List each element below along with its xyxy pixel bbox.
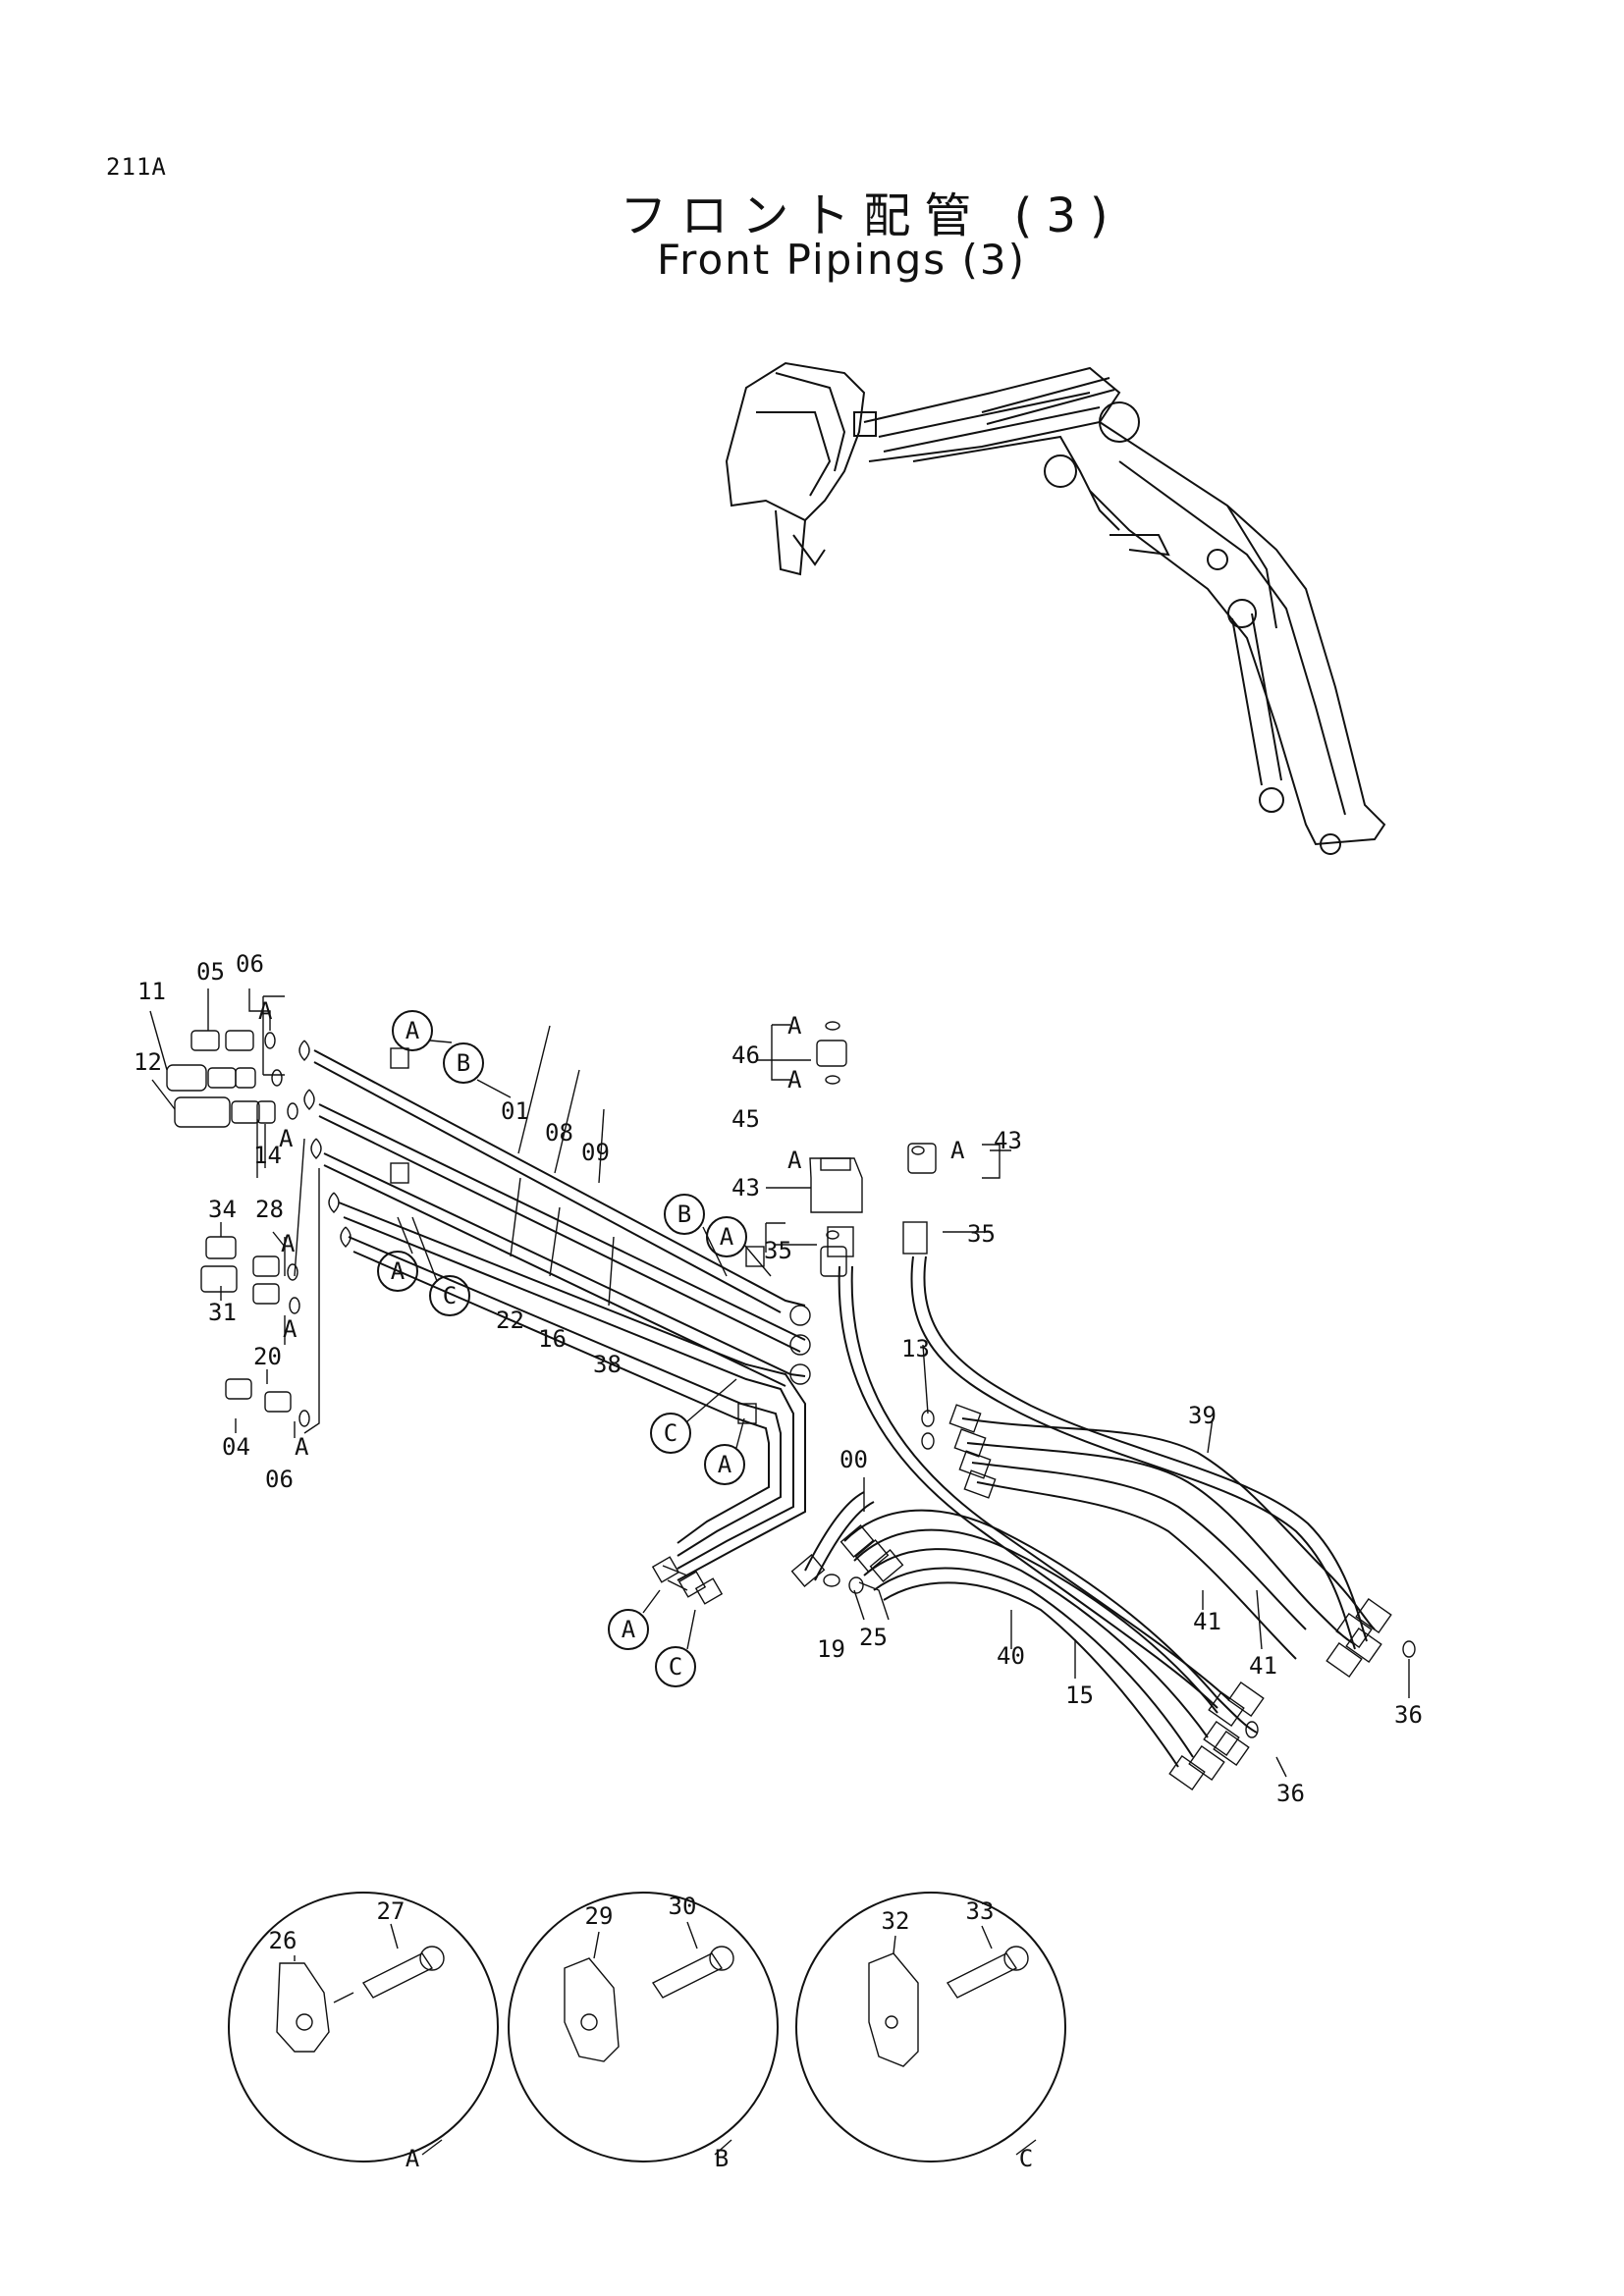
marker-b-1: B: [443, 1042, 484, 1084]
svg-text:A: A: [787, 1066, 802, 1094]
callout-06b: 06: [265, 1466, 294, 1493]
pipe-assembly: [294, 1040, 1392, 1791]
callout-22: 22: [496, 1307, 524, 1334]
marker-a-5: A: [608, 1609, 649, 1650]
leader-lines: [149, 988, 1410, 1778]
svg-text:A: A: [258, 997, 273, 1025]
callout-43b: 43: [994, 1127, 1022, 1154]
marker-a-3: A: [706, 1216, 747, 1257]
detail-circles: 26 27 A 29 30 B 32 33 C: [228, 1892, 1066, 2172]
page-title-english: Front Pipings (3): [657, 236, 1026, 284]
callout-12: 12: [134, 1048, 162, 1076]
svg-text:26: 26: [269, 1927, 298, 1954]
marker-c-2: C: [650, 1413, 691, 1454]
svg-text:B: B: [677, 1201, 691, 1228]
svg-text:33: 33: [966, 1897, 995, 1925]
callout-04: 04: [222, 1433, 250, 1461]
svg-text:C: C: [669, 1653, 682, 1681]
marker-a-1: A: [392, 1010, 433, 1051]
callout-36a: 36: [1394, 1701, 1423, 1729]
part-callouts: 05 06 A 11 12 A 14 34 28 A 31 20 A 04 06…: [134, 950, 1423, 1807]
callout-43a: 43: [731, 1174, 760, 1201]
svg-text:29: 29: [585, 1902, 614, 1930]
svg-text:A: A: [295, 1433, 309, 1461]
callout-01: 01: [501, 1097, 529, 1125]
svg-text:A: A: [950, 1137, 965, 1164]
svg-text:A: A: [720, 1223, 734, 1251]
callout-00: 00: [839, 1446, 868, 1473]
svg-text:A: A: [622, 1616, 636, 1643]
fittings-center: [765, 1021, 1001, 1277]
svg-text:30: 30: [669, 1893, 697, 1920]
callout-31: 31: [208, 1299, 237, 1326]
svg-text:A: A: [283, 1315, 298, 1343]
callout-25: 25: [859, 1624, 888, 1651]
svg-text:A: A: [281, 1230, 296, 1257]
callout-15: 15: [1065, 1682, 1094, 1709]
callout-46: 46: [731, 1041, 760, 1069]
callout-28: 28: [255, 1196, 284, 1223]
callout-34: 34: [208, 1196, 237, 1223]
fittings-left: [166, 995, 310, 1427]
svg-text:B: B: [457, 1049, 470, 1077]
detail-a: 26 27 A: [228, 1892, 499, 2172]
callout-13: 13: [901, 1335, 930, 1362]
seals: [823, 1410, 1416, 1738]
svg-text:A: A: [406, 2145, 420, 2172]
svg-text:C: C: [664, 1419, 677, 1447]
svg-text:32: 32: [882, 1907, 910, 1935]
callout-41b: 41: [1249, 1652, 1277, 1680]
callout-45: 45: [731, 1105, 760, 1133]
page-id: 211A: [106, 153, 167, 181]
clamp-markers: A B A C B A C A A C: [377, 1010, 772, 1687]
svg-text:A: A: [406, 1017, 420, 1044]
svg-text:27: 27: [377, 1897, 406, 1925]
marker-c-3: C: [655, 1646, 696, 1687]
callout-38: 38: [593, 1351, 622, 1378]
marker-c-1: C: [429, 1275, 470, 1316]
excavator-front-illustration: [725, 361, 1386, 855]
callout-11: 11: [137, 978, 166, 1005]
marker-b-2: B: [664, 1194, 705, 1235]
callout-40: 40: [997, 1642, 1025, 1670]
callout-35b: 35: [967, 1220, 996, 1248]
detail-b: 29 30 B: [508, 1892, 779, 2172]
marker-a-4: A: [704, 1444, 745, 1485]
callout-20: 20: [253, 1343, 282, 1370]
page-title-japanese: フロント配管 (3): [620, 188, 1122, 243]
svg-text:C: C: [1019, 2145, 1033, 2172]
callout-16: 16: [538, 1325, 567, 1353]
callout-09: 09: [581, 1139, 610, 1166]
marker-a-2: A: [377, 1251, 418, 1292]
svg-text:A: A: [391, 1257, 406, 1285]
callout-19: 19: [817, 1635, 845, 1663]
svg-text:A: A: [787, 1012, 802, 1040]
svg-text:C: C: [443, 1282, 457, 1309]
callout-05: 05: [196, 958, 225, 986]
callout-08: 08: [545, 1119, 573, 1147]
svg-text:A: A: [787, 1147, 802, 1174]
callout-35a: 35: [764, 1237, 792, 1264]
callout-14: 14: [253, 1142, 282, 1169]
callout-36b: 36: [1276, 1780, 1305, 1807]
svg-text:A: A: [718, 1451, 732, 1478]
callout-06: 06: [236, 950, 264, 978]
callout-39: 39: [1188, 1402, 1217, 1429]
svg-text:A: A: [279, 1125, 294, 1152]
detail-c: 32 33 C: [795, 1892, 1066, 2172]
callout-41a: 41: [1193, 1608, 1221, 1635]
